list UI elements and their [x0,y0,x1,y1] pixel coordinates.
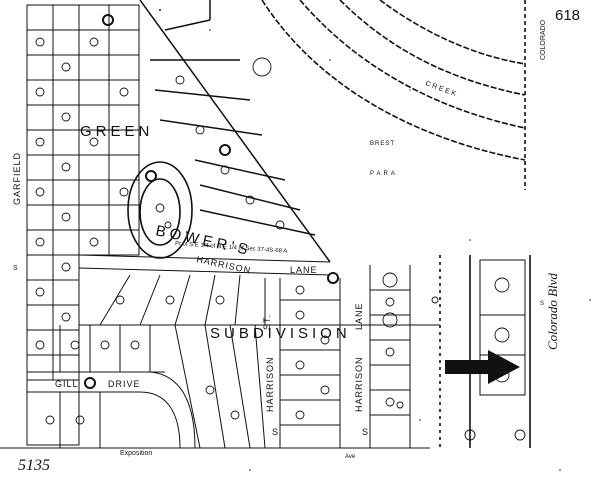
label-para: PARA [370,171,398,177]
label-creek: CREEK [424,80,458,98]
oval-culdesac [127,161,193,259]
label-brest: BREST [370,141,395,147]
label-colorado-top: COLORADO [540,19,547,60]
parcel-markers [35,37,526,441]
label-subdivision: SUBDIVISION [210,325,351,342]
label-gill: GILL [55,379,79,389]
label-harrison-st: HARRISON [265,356,275,412]
label-drive: DRIVE [108,379,141,389]
label-s-harrison: S [272,427,279,437]
label-lane-vertical: LANE [354,302,364,330]
lots-center [78,254,526,448]
diagonal-boundary [139,0,331,263]
lots-west-block [26,4,140,446]
label-bowers: BOWER'S [154,222,253,259]
label-s-garfield: S [13,265,18,272]
bold-markers [84,14,339,389]
label-s-harrison2: S [362,427,369,437]
creek-lines [261,0,526,161]
label-green: GREEN [80,123,153,140]
label-st: ST. [262,314,272,330]
corner-code: 5135 [18,457,50,474]
lots-southwest [0,324,430,449]
sheet-number: 618 [555,7,580,24]
label-colorado-blvd: Colorado Blvd [545,273,560,350]
label-s-colorado: S [540,301,544,307]
pointer-arrow [445,350,520,384]
label-exposition: Exposition [120,450,152,457]
label-garfield: GARFIELD [12,152,22,205]
label-harrison-v2: HARRISON [354,356,364,412]
label-ave: Ave [345,454,356,460]
label-lane: LANE [290,265,318,275]
scan-speckles [159,9,591,471]
colorado-road [439,0,531,448]
